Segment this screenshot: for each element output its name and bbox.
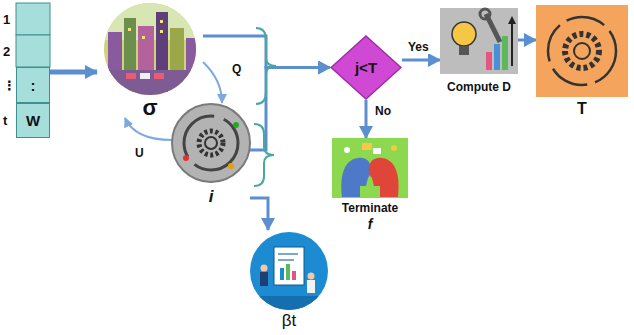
edge-label: Q bbox=[230, 62, 243, 76]
flow-arrow bbox=[50, 70, 97, 75]
process-gear-icon bbox=[536, 5, 628, 97]
table-cell: W bbox=[16, 103, 50, 138]
node-text: f bbox=[368, 216, 373, 232]
node-text: σ bbox=[142, 98, 157, 118]
city-illustration bbox=[100, 0, 200, 100]
node-text: j<T bbox=[355, 59, 377, 76]
node-text: T bbox=[577, 100, 587, 118]
beta-circle: βt bbox=[246, 230, 332, 330]
flow-arrow bbox=[125, 118, 172, 140]
brace bbox=[254, 124, 274, 186]
gear-cycle-icon bbox=[172, 104, 250, 182]
terminate-icon bbox=[332, 138, 408, 198]
compute-icon bbox=[440, 8, 518, 74]
flow-arrow bbox=[203, 62, 222, 103]
compute-box: Compute D bbox=[440, 8, 518, 95]
edge-label: Yes bbox=[406, 40, 431, 54]
flow-arrow bbox=[250, 68, 330, 151]
row-label: 1 bbox=[3, 12, 10, 27]
table-cell: : bbox=[16, 67, 50, 103]
output-box: T bbox=[536, 5, 628, 118]
row-label: t bbox=[3, 113, 7, 128]
process-circle: i bbox=[172, 103, 250, 207]
report-icon bbox=[250, 232, 330, 316]
table-cell bbox=[16, 35, 50, 67]
sigma-node: σ bbox=[97, 2, 203, 118]
edge-label: U bbox=[133, 146, 146, 160]
diamond-shape bbox=[331, 36, 401, 99]
node-text: Terminate bbox=[342, 201, 398, 216]
node-text: : bbox=[31, 77, 36, 94]
table-cell bbox=[16, 3, 50, 35]
brace bbox=[256, 28, 276, 104]
node-text: βt bbox=[282, 311, 297, 330]
flow-arrow bbox=[402, 59, 440, 62]
node-text: W bbox=[26, 112, 40, 129]
flow-arrow bbox=[250, 198, 268, 230]
edge-label: No bbox=[373, 104, 393, 118]
row-label: ⋮ bbox=[3, 78, 16, 93]
node-text: i bbox=[209, 187, 214, 207]
decision-diamond: j<T bbox=[330, 35, 402, 100]
node-text: Compute D bbox=[447, 80, 511, 95]
terminate-box: Terminatef bbox=[328, 138, 412, 232]
flow-arrow bbox=[365, 100, 368, 138]
flow-arrow bbox=[518, 39, 536, 42]
row-label: 2 bbox=[3, 44, 10, 59]
